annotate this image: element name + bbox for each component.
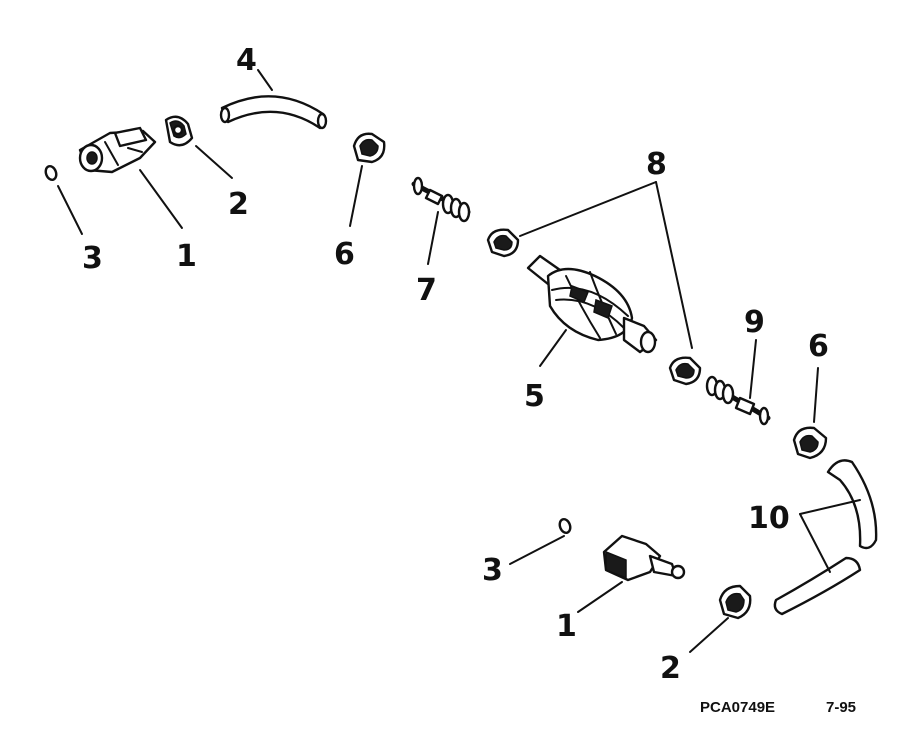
callout-2-lower: 2 [660, 651, 681, 686]
hose-clamp-bulb-inlet [486, 228, 520, 258]
hose-clamp-upper-left [164, 115, 194, 147]
hose-clamp-lower [718, 584, 752, 620]
primer-bulb [526, 254, 658, 354]
callout-2-upper: 2 [228, 187, 249, 222]
diagram-date: 7-95 [826, 699, 856, 716]
barbed-fitting-lower [705, 375, 771, 426]
callout-5: 5 [524, 379, 545, 414]
hose-clamp-bulb-outlet [668, 356, 702, 386]
fuel-hose-lower-right [826, 459, 878, 550]
hose-clamp-upper-middle [352, 132, 386, 164]
callout-3-upper: 3 [82, 241, 103, 276]
diagram-code: PCA0749E [700, 699, 775, 716]
callout-6-upper: 6 [334, 237, 355, 272]
callout-1-upper: 1 [176, 239, 197, 274]
barbed-fitting-upper [411, 176, 471, 223]
leader-lines [57, 69, 861, 653]
callout-10: 10 [748, 501, 790, 536]
fuel-connector-upper [78, 126, 157, 174]
callout-3-lower: 3 [482, 553, 503, 588]
hose-clamp-right [792, 426, 828, 460]
callout-6-lower: 6 [808, 329, 829, 364]
callout-4: 4 [236, 43, 257, 78]
callout-1-lower: 1 [556, 609, 577, 644]
fuel-hose-upper [219, 95, 328, 130]
callout-8: 8 [646, 147, 667, 182]
fuel-connector-lower [602, 534, 686, 582]
o-ring-lower [558, 518, 572, 534]
o-ring-upper [44, 165, 58, 181]
fuel-hose-lower-bottom [773, 556, 862, 616]
callout-9: 9 [744, 305, 765, 340]
callout-7: 7 [416, 273, 437, 308]
